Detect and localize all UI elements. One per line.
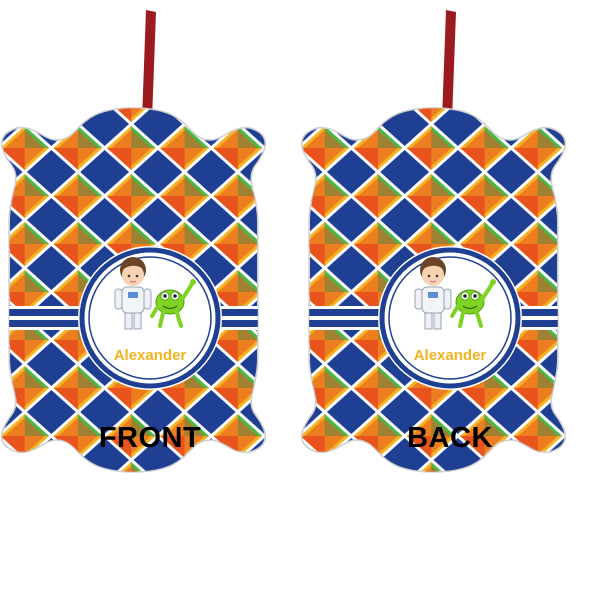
side-label-back: BACK xyxy=(407,422,493,454)
ornament-name: Alexander xyxy=(414,347,487,364)
ornament-back: Alexander BACK xyxy=(300,0,600,600)
ornament-front: Alexander FRONT xyxy=(0,10,267,473)
side-label-front: FRONT xyxy=(98,422,202,454)
ribbon xyxy=(442,10,456,120)
ornament-name: Alexander xyxy=(114,347,187,364)
ribbon xyxy=(142,10,156,120)
ornament-back-graphic: Alexander xyxy=(300,10,567,473)
ornament-front-graphic: Alexander xyxy=(0,10,267,473)
alien-illustration xyxy=(150,279,196,328)
alien-illustration xyxy=(450,279,496,328)
astronaut-illustration xyxy=(414,257,452,330)
astronaut-illustration xyxy=(114,257,152,330)
